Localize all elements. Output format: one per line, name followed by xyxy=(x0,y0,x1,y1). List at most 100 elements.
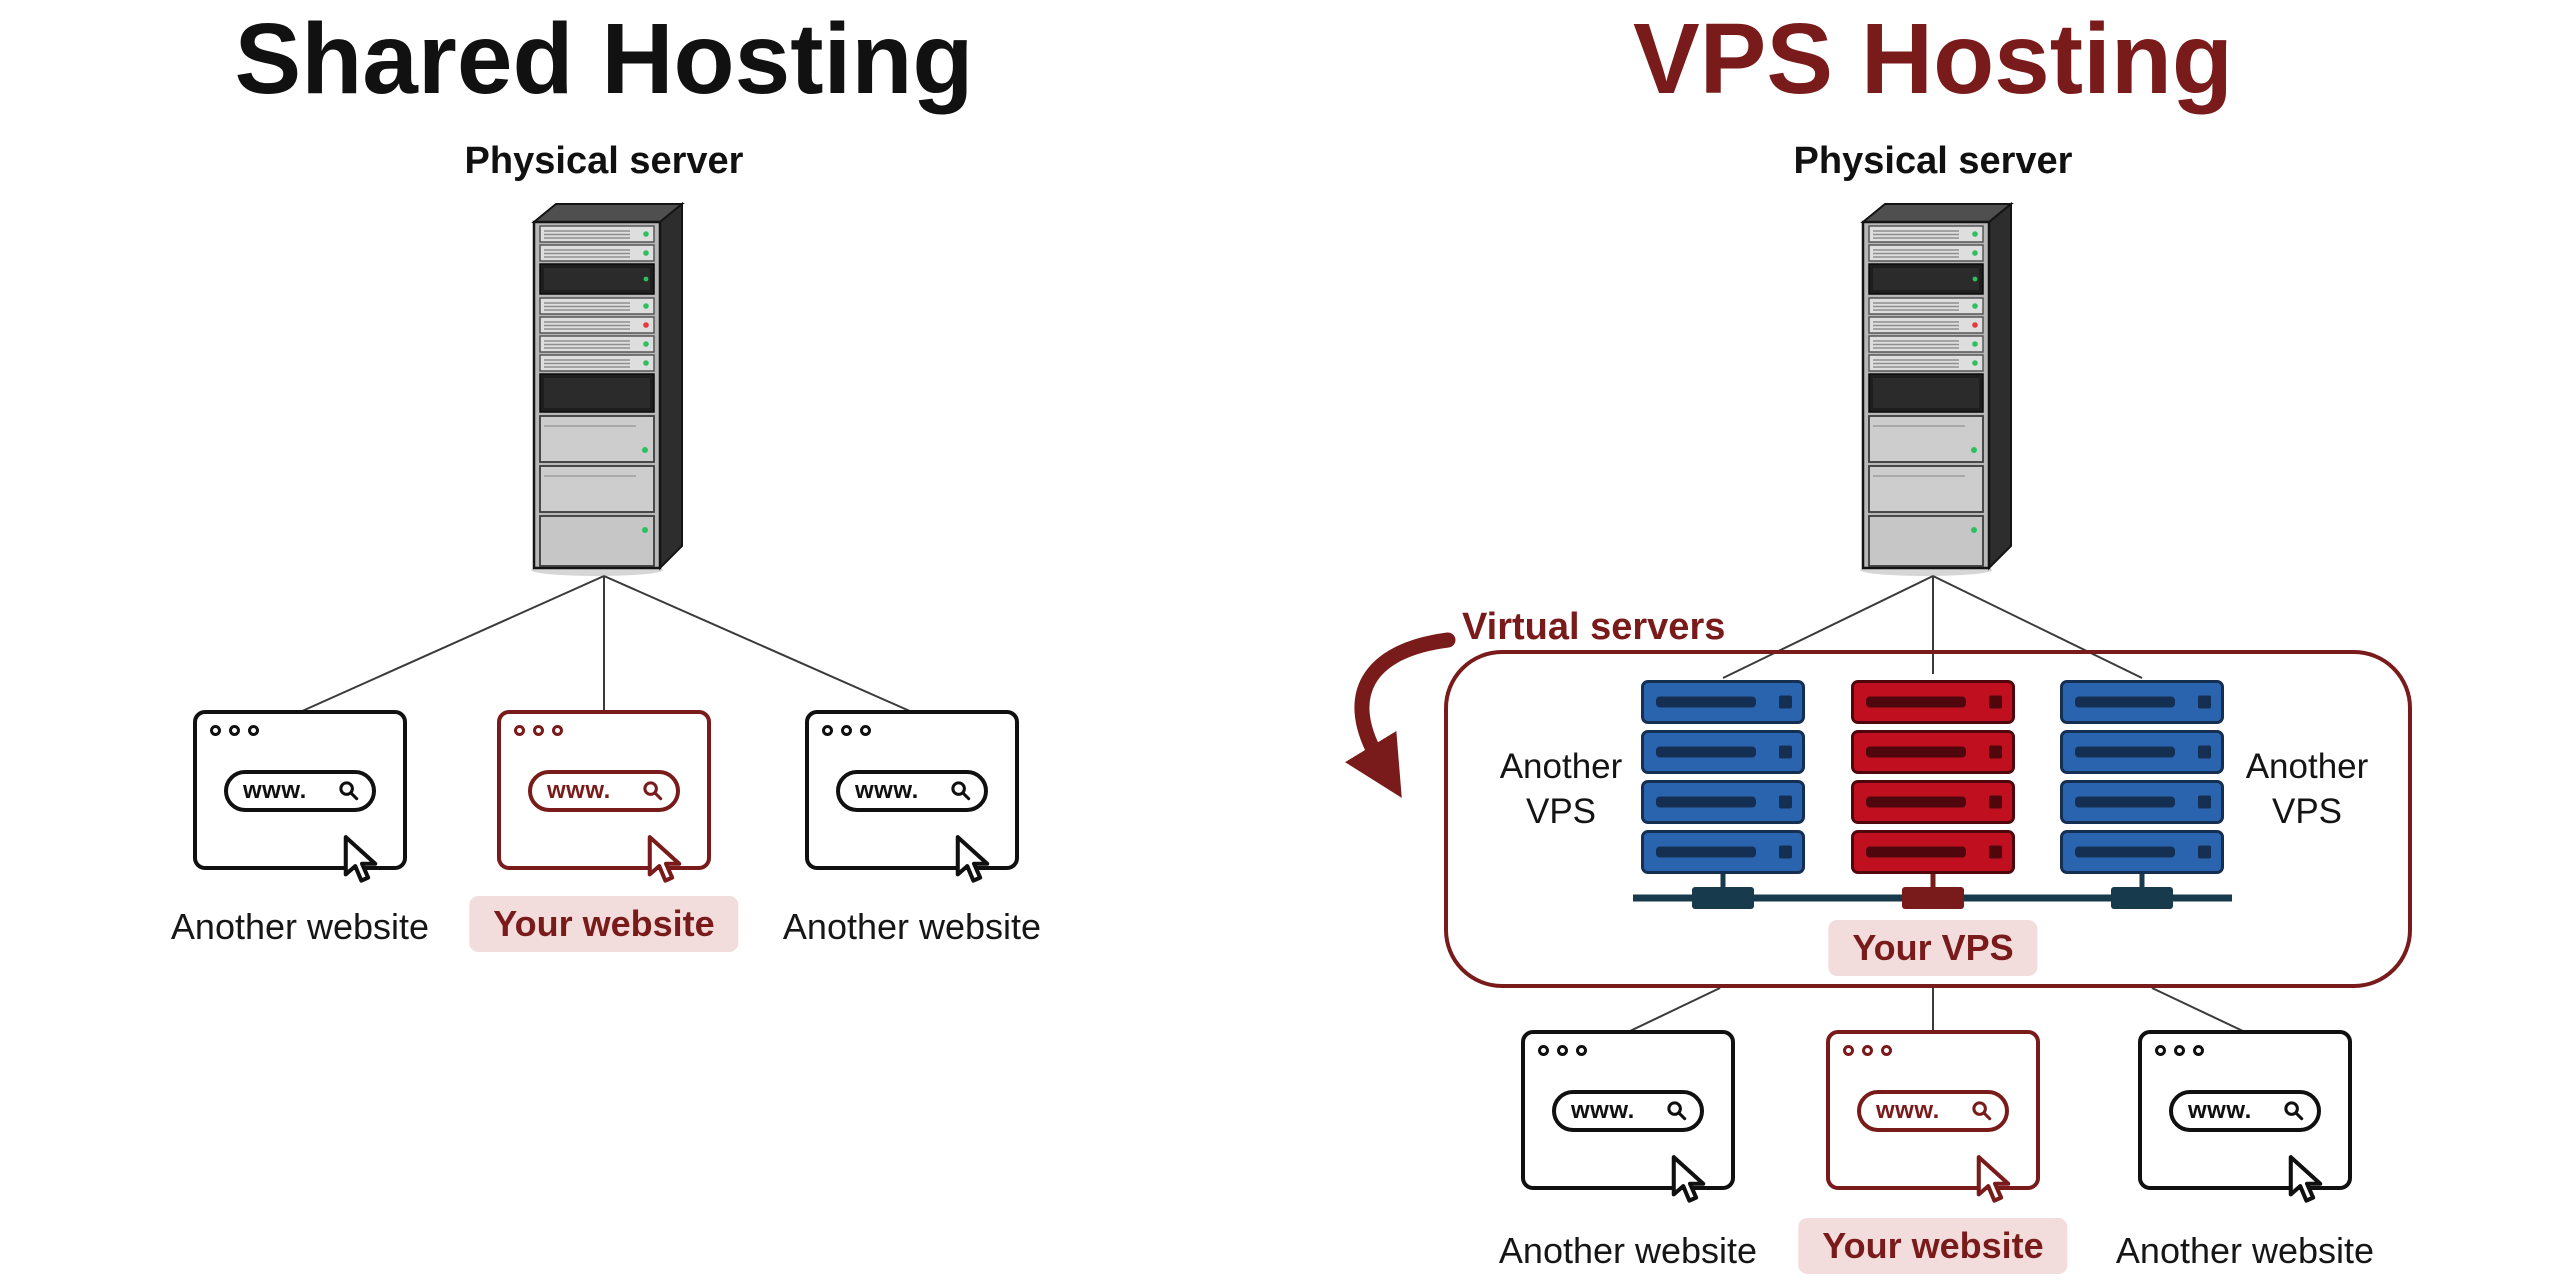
unit-led xyxy=(1989,795,2002,809)
browser-window-yours-2: www. xyxy=(1826,1030,2040,1203)
your-vps-badge: Your VPS xyxy=(1828,920,2038,976)
server-unit xyxy=(2060,680,2224,724)
left-physical-server-label: Physical server xyxy=(464,140,744,182)
search-icon xyxy=(339,780,359,800)
browser-window-another-3: www. xyxy=(1521,1030,1735,1203)
cursor-icon xyxy=(955,835,990,883)
cursor-icon xyxy=(647,835,682,883)
address-bar: www. xyxy=(1857,1090,2009,1132)
window-controls xyxy=(2155,1045,2204,1056)
window-dot-icon xyxy=(1862,1045,1873,1056)
unit-bar xyxy=(1866,746,1966,758)
physical-server-icon xyxy=(1849,198,2017,578)
window-controls xyxy=(514,725,563,736)
address-bar: www. xyxy=(2169,1090,2321,1132)
search-icon xyxy=(643,780,663,800)
unit-bar xyxy=(1656,846,1756,858)
browser-window-another-2: www. xyxy=(805,710,1019,883)
server-unit xyxy=(2060,730,2224,774)
window-dot-icon xyxy=(552,725,563,736)
server-unit xyxy=(1851,780,2015,824)
address-text: www. xyxy=(243,777,307,804)
browser-window-another-4: www. xyxy=(2138,1030,2352,1203)
unit-led xyxy=(1989,695,2002,709)
website-label: Another website xyxy=(782,906,1042,947)
address-text: www. xyxy=(547,777,611,804)
search-icon xyxy=(2284,1100,2304,1120)
window-dot-icon xyxy=(210,725,221,736)
unit-bar xyxy=(1866,796,1966,808)
window-dot-icon xyxy=(514,725,525,736)
unit-bar xyxy=(1866,846,1966,858)
website-label: Another website xyxy=(170,906,430,947)
virtual-servers-label: Virtual servers xyxy=(1462,606,1726,648)
cursor-icon xyxy=(343,835,378,883)
unit-led xyxy=(1989,745,2002,759)
server-unit xyxy=(1851,730,2015,774)
window-dot-icon xyxy=(533,725,544,736)
address-bar: www. xyxy=(1552,1090,1704,1132)
address-text: www. xyxy=(1571,1097,1635,1124)
physical-server-icon xyxy=(520,198,688,578)
website-label: Another website xyxy=(2115,1230,2375,1271)
curved-arrow-icon xyxy=(1345,632,1456,798)
window-dot-icon xyxy=(2193,1045,2204,1056)
server-unit xyxy=(2060,830,2224,874)
server-unit xyxy=(1641,730,1805,774)
window-dot-icon xyxy=(1576,1045,1587,1056)
window-dot-icon xyxy=(248,725,259,736)
window-dot-icon xyxy=(841,725,852,736)
address-bar: www. xyxy=(224,770,376,812)
unit-bar xyxy=(1656,746,1756,758)
website-label: Another website xyxy=(1498,1230,1758,1271)
unit-bar xyxy=(2075,696,2175,708)
server-unit xyxy=(1641,780,1805,824)
unit-led xyxy=(2198,845,2211,859)
server-unit xyxy=(1641,830,1805,874)
window-dot-icon xyxy=(1557,1045,1568,1056)
cursor-icon xyxy=(2288,1155,2323,1203)
unit-led xyxy=(1779,795,1792,809)
window-controls xyxy=(210,725,259,736)
search-icon xyxy=(1972,1100,1992,1120)
window-controls xyxy=(1538,1045,1587,1056)
browser-window-yours: www. xyxy=(497,710,711,883)
unit-led xyxy=(1989,845,2002,859)
server-unit xyxy=(1851,830,2015,874)
right-physical-server-label: Physical server xyxy=(1793,140,2073,182)
vps-stack-another-right xyxy=(2060,680,2224,874)
server-unit xyxy=(1641,680,1805,724)
unit-led xyxy=(1779,845,1792,859)
address-bar: www. xyxy=(836,770,988,812)
another-vps-label-left: Another VPS xyxy=(1499,747,1623,831)
unit-led xyxy=(2198,695,2211,709)
address-bar: www. xyxy=(528,770,680,812)
vps-stack-yours xyxy=(1851,680,2015,874)
window-controls xyxy=(822,725,871,736)
window-dot-icon xyxy=(229,725,240,736)
server-unit xyxy=(2060,780,2224,824)
shared-hosting-title: Shared Hosting xyxy=(234,3,974,115)
window-dot-icon xyxy=(1843,1045,1854,1056)
unit-bar xyxy=(2075,796,2175,808)
another-vps-label-right: Another VPS xyxy=(2245,747,2369,831)
unit-bar xyxy=(1656,696,1756,708)
window-dot-icon xyxy=(1881,1045,1892,1056)
search-icon xyxy=(1667,1100,1687,1120)
window-controls xyxy=(1843,1045,1892,1056)
cursor-icon xyxy=(1671,1155,1706,1203)
unit-bar xyxy=(1656,796,1756,808)
unit-led xyxy=(2198,795,2211,809)
your-website-badge: Your website xyxy=(469,896,739,952)
address-text: www. xyxy=(855,777,919,804)
unit-bar xyxy=(1866,696,1966,708)
window-dot-icon xyxy=(822,725,833,736)
unit-led xyxy=(1779,695,1792,709)
your-website-badge: Your website xyxy=(1798,1218,2068,1274)
virtual-servers-box xyxy=(1444,650,2412,988)
unit-led xyxy=(2198,745,2211,759)
server-unit xyxy=(1851,680,2015,724)
search-icon xyxy=(951,780,971,800)
address-text: www. xyxy=(2188,1097,2252,1124)
